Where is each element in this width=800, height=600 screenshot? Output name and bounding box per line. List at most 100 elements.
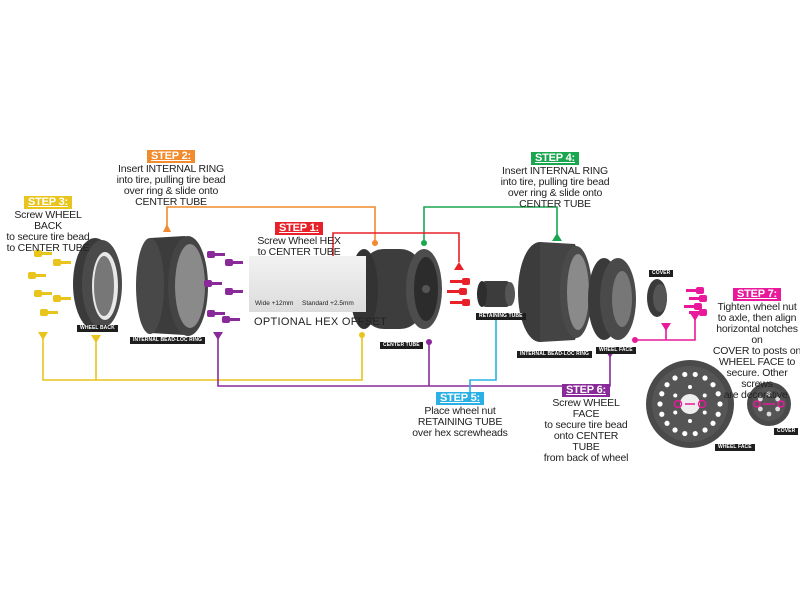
step5-text-line: Place wheel nut [424,405,496,417]
step4-dot [421,240,427,246]
step5-text-line: over hex screwheads [412,427,508,439]
step4-arrow [552,233,562,241]
wheel-face-hole [664,382,670,388]
wheel-face-hole [672,375,678,381]
step3-arrow-wheelback [91,335,101,343]
wheel-face-hole [692,371,698,378]
step2-arrow [163,224,171,232]
step2-text-line: CENTER TUBE [135,196,207,208]
cover-hole [757,406,763,412]
hex-offset-title: OPTIONAL HEX OFFSET [254,316,388,328]
cover-hole [775,406,781,412]
wheel-face-lug-hole [688,419,692,423]
step4-text-line: Insert INTERNAL RING [502,165,608,177]
wheel-face-hole [710,382,716,388]
step6-text-line: Screw WHEEL FACE [552,397,620,420]
step4-badge: STEP 4: [531,152,579,165]
step5-badge: STEP 5: [436,392,484,405]
cover-side-part [647,279,667,317]
hex-wide-label: Wide +12mm [255,300,294,307]
step2-connector [166,206,376,243]
label-center-tube: CENTER TUBE [380,342,423,349]
step7-text-line: WHEEL FACE to [718,356,796,368]
step7-dot [632,337,638,343]
cover-hole [766,391,772,397]
wheel-face-hole [682,371,688,378]
step4-text-line: over ring & slide onto [507,187,603,199]
step3-connector [42,335,363,381]
cover-front-part [747,382,791,426]
wheel-face-lug-hole [702,410,707,415]
wheel-face-lug-hole [673,393,678,398]
wheel-face-hole [715,391,721,397]
wheel-face-hole [657,401,663,407]
step2-badge: STEP 2: [147,150,195,163]
step1-text-line: Screw Wheel HEX [257,235,341,247]
step2-text-line: Insert INTERNAL RING [118,163,224,175]
label-retaining-tube: RETAINING TUBE [476,313,526,320]
decorative-screws [684,287,707,316]
wheel-face-hole [715,411,721,417]
label-wheel-face-front: WHEEL FACE [715,444,755,451]
label-cover-front: COVER [774,428,799,435]
step1-arrow [454,262,464,270]
step6-text-line: to secure tire bead [544,419,628,431]
wheel-face-hole [682,430,688,437]
step4-text-line: CENTER TUBE [519,198,591,210]
wheel-face-hole [692,430,698,437]
optional-hex-offset-panel [249,256,366,312]
hex-screws [447,278,470,306]
step6-dot [426,339,432,345]
step4-text-line: into tire, pulling tire bead [500,176,610,188]
step2-text-line: over ring & slide onto [123,185,219,197]
step2-text-line: into tire, pulling tire bead [116,174,226,186]
wheel-face-hole [664,420,670,426]
step1-connector [332,232,460,262]
label-wheel-face: WHEEL FACE [596,347,636,354]
wheel-face-lug-hole [702,393,707,398]
step7-text-line: Tighten wheel nut [717,301,797,313]
step7-text-line: to axle, then align [717,312,797,324]
step1-badge: STEP 1: [275,222,323,235]
step5-connector [469,318,497,400]
label-cover: COVER [649,270,674,277]
step3-text-line: to secure tire bead [6,231,90,243]
step7-arrow-screws [690,313,700,321]
wheel-back-part [73,238,122,330]
wheel-back-screws [28,250,71,316]
label-wheel-back: WHEEL BACK [77,325,118,332]
step3-dot [359,332,365,338]
wheel-face-hole [659,391,665,397]
wheel-face-hole [702,375,708,381]
label-bead-loc-ring-right: INTERNAL BEAD-LOC RING [517,351,593,358]
hex-standard-label: Standard +2.5mm [302,300,354,307]
step2-dot [372,240,378,246]
wheel-face-hole [717,401,723,407]
step4-connector [423,206,558,242]
step3-text-line: Screw WHEEL BACK [14,209,82,232]
wheel-face-front-part [646,360,734,448]
step1-text-line: to CENTER TUBE [257,246,341,258]
wheel-face-screws [204,251,243,323]
cover-hole [757,396,763,402]
wheel-face-lug-hole [688,385,692,389]
step7-text-line: horizontal notches on [716,323,798,346]
step6-badge: STEP 6: [562,384,610,397]
label-bead-loc-ring-left: INTERNAL BEAD-LOC RING [130,337,206,344]
bead-loc-ring-right-part [518,242,592,342]
step7-arrow-cover [661,323,671,331]
step7-badge: STEP 7: [733,288,781,301]
step5-text-line: RETAINING TUBE [417,416,503,428]
step7-text-line: secure. Other screws [726,367,788,390]
step3-arrow-screws [38,332,48,340]
wheel-face-side-part [588,258,636,340]
step6-arrow-screws [213,332,223,340]
